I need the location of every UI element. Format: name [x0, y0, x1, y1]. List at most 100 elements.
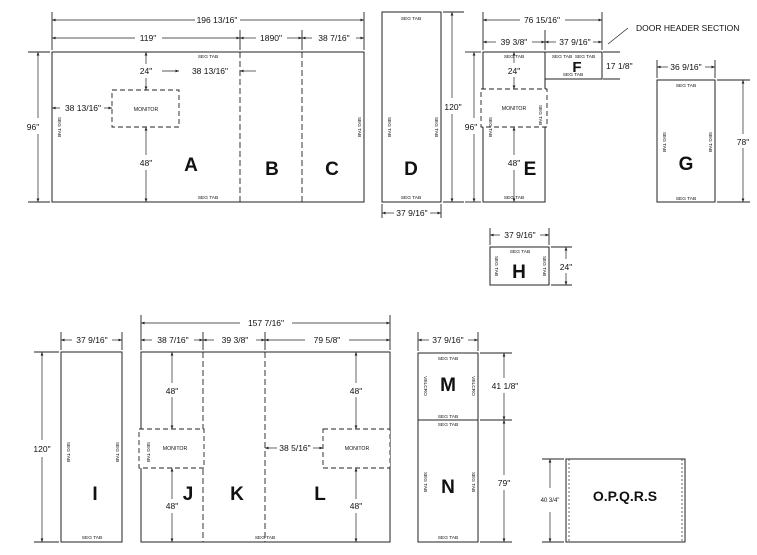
seg-tab-abc-right: SEG TAB — [356, 117, 362, 137]
panel-label-h: H — [512, 262, 526, 283]
monitor-label-j: MONITOR — [163, 446, 188, 452]
panel-label-m: M — [440, 375, 456, 396]
dim-ef-total: 76 15/16" — [524, 15, 560, 25]
seg-tab-h-left: SEG TAB — [493, 256, 499, 276]
panel-label-d: D — [404, 159, 418, 180]
dim-i-width: 37 9/16" — [76, 335, 107, 345]
seg-tab-g-top: SEG TAB — [676, 83, 696, 89]
door-header-note: DOOR HEADER SECTION — [636, 23, 739, 33]
seg-tab-n-right: SEG TAB — [470, 472, 476, 492]
dim-a-monitor-width: 38 13/16" — [192, 66, 228, 76]
panel-abc-outline — [51, 51, 365, 203]
seg-tab-i-left: SEG TAB — [65, 442, 71, 462]
panel-g-outline — [656, 79, 716, 203]
seg-tab-abc-bottom: SEG TAB — [198, 195, 218, 201]
seg-tab-f-top-right: SEG TAB — [575, 54, 595, 60]
seg-tab-g-left: SEG TAB — [661, 132, 667, 152]
panel-label-k: K — [230, 484, 244, 505]
dim-l-monitor-top: 48" — [350, 386, 362, 396]
seg-tab-jkl-bottom: SEG TAB — [255, 535, 275, 541]
dim-l-width: 79 5/8" — [314, 335, 341, 345]
dim-d-width: 37 9/16" — [396, 208, 427, 218]
seg-tab-abc-top: SEG TAB — [198, 54, 218, 60]
panel-group-opqrs: O.P.Q.R.S 40 3/4" — [541, 458, 686, 543]
panel-group-i: SEG TAB SEG TAB SEG TAB I 37 9/16" 120" — [33, 332, 123, 543]
panel-label-b: B — [265, 159, 279, 180]
seg-tab-i-bottom: SEG TAB — [82, 535, 102, 541]
panel-n-outline — [417, 419, 479, 543]
dim-e-width: 39 3/8" — [501, 37, 528, 47]
panel-group-g: SEG TAB SEG TAB SEG TAB SEG TAB G 36 9/1… — [656, 60, 750, 203]
monitor-label-l: MONITOR — [345, 446, 370, 452]
seg-tab-m-top: SEG TAB — [438, 356, 458, 362]
dim-f-width: 37 9/16" — [559, 37, 590, 47]
panel-group-ef: MONITOR SEG TAB SEG TAB SEG TAB SEG TAB … — [465, 12, 739, 203]
dim-e-height: 96" — [465, 122, 477, 132]
dim-j-monitor-bottom: 48" — [166, 501, 178, 511]
panel-label-e: E — [524, 159, 537, 180]
dim-b-width: 1890" — [260, 33, 282, 43]
dim-g-height: 78" — [737, 137, 749, 147]
seg-tab-abc-left: SEG TAB — [56, 117, 62, 137]
seg-tab-n-bottom: SEG TAB — [438, 535, 458, 541]
dim-f-height: 17 1/8" — [606, 61, 633, 71]
seg-tab-g-right: SEG TAB — [707, 132, 713, 152]
dim-mn-width: 37 9/16" — [432, 335, 463, 345]
panel-h-outline — [489, 246, 550, 286]
seg-tab-d-left: SEG TAB — [386, 117, 392, 137]
panel-label-opqrs: O.P.Q.R.S — [593, 488, 657, 504]
seg-tab-i-right: SEG TAB — [114, 442, 120, 462]
dim-g-width: 36 9/16" — [670, 62, 701, 72]
panel-group-d: SEG TAB SEG TAB SEG TAB SEG TAB D 120" 3… — [381, 11, 464, 218]
velcro-m-right: VELCRO — [470, 376, 476, 396]
seg-tab-jkl-left: SEG TAB — [145, 442, 151, 462]
dim-d-height: 120" — [444, 102, 461, 112]
dim-e-monitor-top: 24" — [508, 66, 520, 76]
seg-tab-h-right: SEG TAB — [541, 256, 547, 276]
dim-l-monitor-bottom: 48" — [350, 501, 362, 511]
seg-tab-d-right: SEG TAB — [433, 117, 439, 137]
panel-label-a: A — [184, 155, 198, 176]
monitor-cutout-j — [138, 428, 205, 469]
panel-group-abc: MONITOR SEG TAB SEG TAB SEG TAB SEG TAB … — [27, 12, 365, 203]
seg-tab-e-right: SEG TAB — [537, 105, 543, 125]
dim-h-height: 24" — [560, 262, 572, 272]
dim-c-width: 38 7/16" — [318, 33, 349, 43]
seg-tab-n-left: SEG TAB — [422, 472, 428, 492]
dim-n-height: 79" — [498, 478, 510, 488]
dim-jkl-total: 157 7/16" — [248, 318, 284, 328]
panel-d-outline — [381, 11, 442, 203]
panel-label-j: J — [183, 484, 194, 505]
seg-tab-m-bottom: SEG TAB — [438, 414, 458, 420]
panel-opqrs-outline — [565, 458, 686, 543]
seg-tab-h-top: SEG TAB — [510, 249, 530, 255]
monitor-cutout-l — [322, 428, 391, 469]
dim-abc-total: 196 13/16" — [197, 15, 238, 25]
seg-tab-g-bottom: SEG TAB — [676, 196, 696, 202]
panel-label-f: F — [572, 59, 581, 76]
panel-f-outline — [544, 51, 603, 80]
panel-label-i: I — [92, 484, 97, 505]
seg-tab-n-top: SEG TAB — [438, 422, 458, 428]
dim-m-height: 41 1/8" — [492, 381, 519, 391]
dim-j-monitor-top: 48" — [166, 386, 178, 396]
panel-label-n: N — [441, 477, 455, 498]
seg-tab-d-bottom: SEG TAB — [401, 195, 421, 201]
panel-label-g: G — [679, 154, 694, 175]
seg-tab-e-left: SEG TAB — [487, 117, 493, 137]
dim-a-width: 119" — [140, 33, 157, 43]
monitor-label-a: MONITOR — [134, 107, 159, 113]
dim-a-monitor-left: 38 13/16" — [65, 103, 101, 113]
dim-a-monitor-bottom: 48" — [140, 158, 152, 168]
seg-tab-f-top-left: SEG TAB — [552, 54, 572, 60]
dim-i-height: 120" — [33, 444, 50, 454]
dim-j-width: 38 7/16" — [157, 335, 188, 345]
dim-abc-height: 96" — [27, 122, 39, 132]
dim-opqrs-height: 40 3/4" — [541, 498, 560, 504]
dim-e-monitor-bottom: 48" — [508, 158, 520, 168]
panel-group-h: SEG TAB SEG TAB SEG TAB H 37 9/16" 24" — [489, 228, 572, 286]
dim-l-monitor-width: 38 5/16" — [279, 443, 310, 453]
panel-group-mn: SEG TAB SEG TAB VELCRO VELCRO M SEG TAB … — [417, 332, 519, 543]
